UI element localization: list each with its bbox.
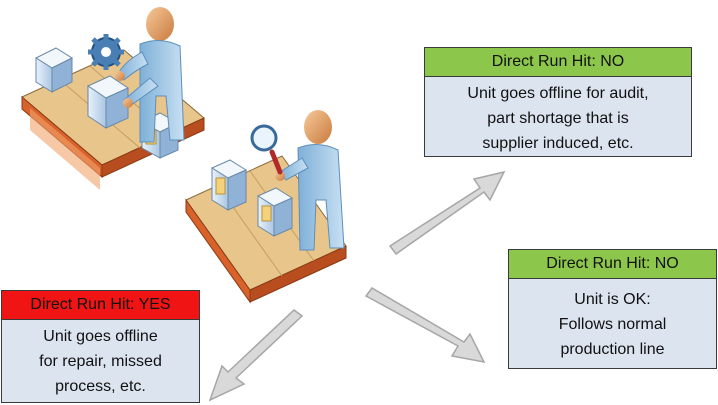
box-icon <box>210 159 248 211</box>
card-header: Direct Run Hit: NO <box>509 250 716 279</box>
inspector-worker-icon <box>275 110 345 251</box>
card-line: Unit is OK: <box>574 291 651 308</box>
arrow-to-right-card <box>364 287 486 364</box>
card-header: Direct Run Hit: NO <box>425 48 691 77</box>
card-body: Unit goes offline for repair, missed pro… <box>2 320 199 399</box>
card-body: Unit is OK: Follows normal production li… <box>509 279 716 362</box>
card-line: Unit goes offline <box>43 328 158 345</box>
outcome-card-audit: Direct Run Hit: NO Unit goes offline for… <box>424 47 692 157</box>
magnifier-icon <box>250 124 283 175</box>
card-body: Unit goes offline for audit, part shorta… <box>425 77 691 156</box>
assembly-station <box>21 7 205 190</box>
box-icon <box>256 187 294 237</box>
card-line: Unit goes offline for audit, <box>467 85 649 102</box>
card-line: for repair, missed <box>39 353 162 370</box>
box-icon <box>34 47 74 93</box>
assembly-worker-icon <box>115 7 185 143</box>
card-line: process, etc. <box>55 378 146 395</box>
arrow-to-top-card <box>388 170 506 256</box>
card-line: production line <box>560 341 665 358</box>
arrow-to-left-card <box>208 309 304 402</box>
card-line: supplier induced, etc. <box>482 135 634 152</box>
card-line: Follows normal <box>558 316 667 333</box>
card-header: Direct Run Hit: YES <box>2 291 199 320</box>
gear-icon <box>88 34 124 70</box>
outcome-card-repair: Direct Run Hit: YES Unit goes offline fo… <box>1 290 200 403</box>
inspection-station <box>185 110 347 304</box>
card-line: part shortage that is <box>487 110 629 127</box>
box-icon <box>86 75 130 129</box>
outcome-card-ok: Direct Run Hit: NO Unit is OK: Follows n… <box>508 249 717 369</box>
